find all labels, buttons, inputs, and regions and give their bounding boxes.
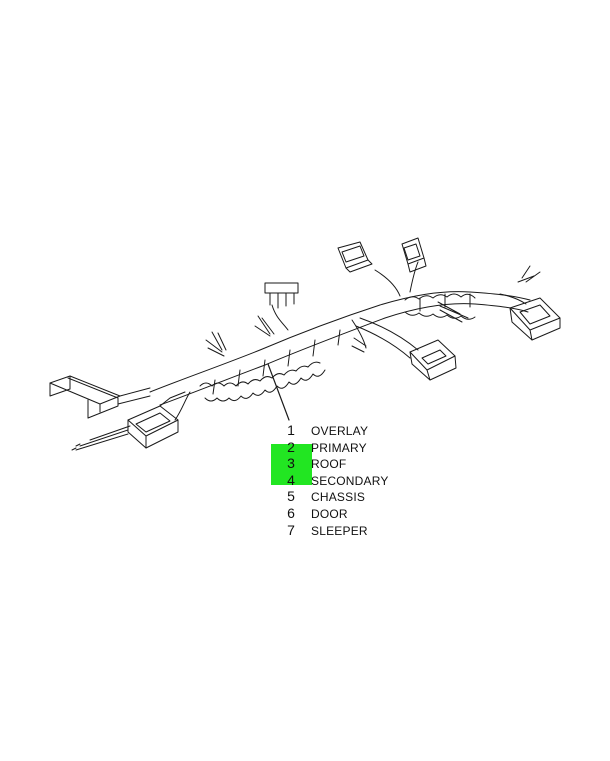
lower-right-plug-connector [355,317,457,381]
legend-label: OVERLAY [311,424,369,438]
legend-number: 2 [287,438,295,455]
legend-number: 6 [287,504,295,521]
legend-number: 1 [287,422,295,438]
leader-line [267,363,290,421]
legend-row: 4 SECONDARY [280,472,389,489]
left-bracket-connector [49,375,151,419]
legend-number: 7 [287,521,295,538]
top-center-connector [264,282,299,331]
legend-label: SECONDARY [311,473,389,488]
legend-row: 3 ROOF [280,455,389,472]
legend-row: 6 DOOR [280,505,389,522]
legend-label: SLEEPER [311,523,368,538]
harness-trunk [149,291,531,406]
legend-number: 3 [287,455,295,472]
legend-number: 4 [287,471,295,488]
right-end-connector [499,293,561,341]
legend-row: 7 SLEEPER [280,522,389,539]
legend-row: 5 CHASSIS [280,488,389,505]
upper-right-connectors [337,237,427,297]
wire-fanouts [205,265,541,357]
legend-label: ROOF [311,457,347,472]
lower-left-plug-connector [71,391,191,451]
parts-legend: 1 OVERLAY 2 PRIMARY 3 ROOF 4 SECONDARY 5 CHAS… [280,422,389,538]
legend-label: PRIMARY [311,440,367,455]
legend-label: DOOR [311,506,348,521]
legend-label: CHASSIS [311,490,366,505]
legend-row: 1 OVERLAY [280,422,389,439]
highlight-box [271,444,312,485]
legend-number: 5 [287,488,295,505]
legend-row: 2 PRIMARY [280,439,389,456]
